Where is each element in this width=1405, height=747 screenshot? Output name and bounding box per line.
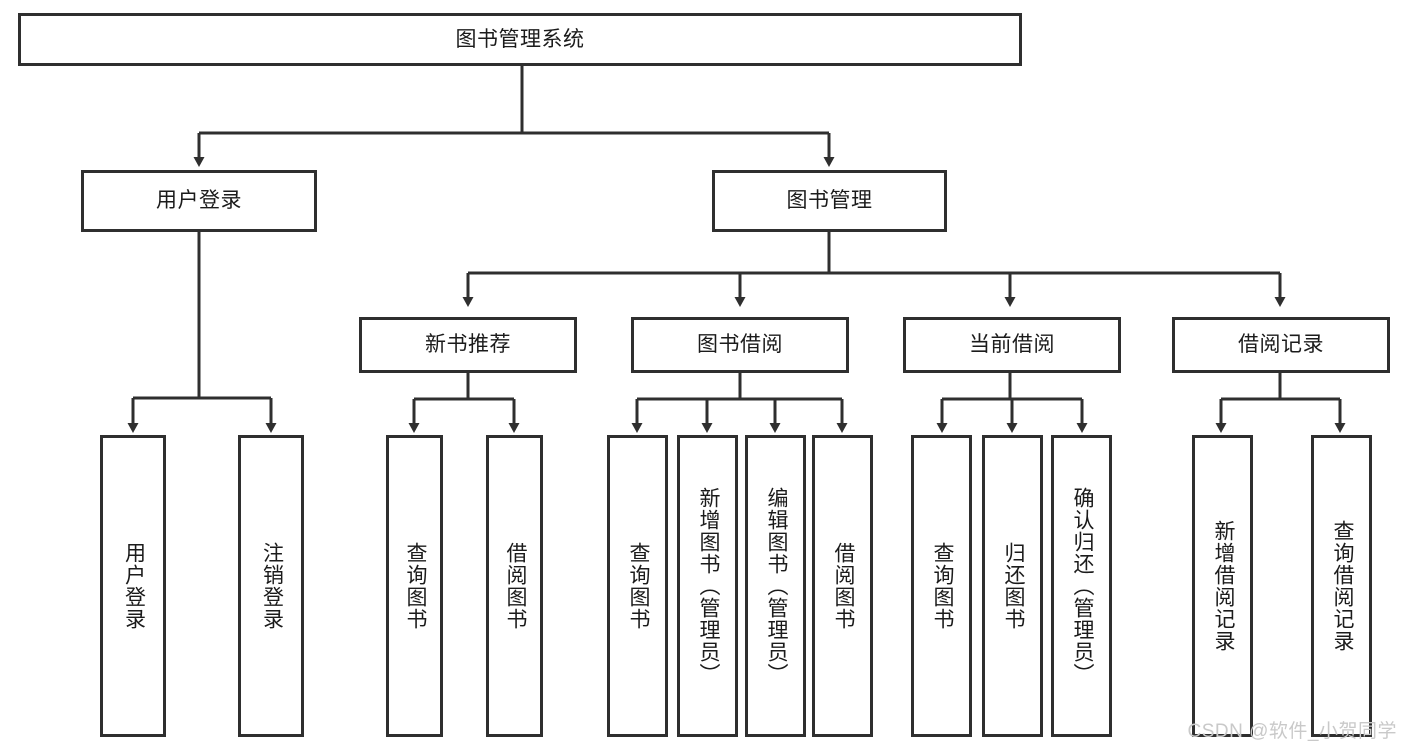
node-borrow-record[interactable]: 借阅记录 (1172, 317, 1390, 373)
leaf-borrow-query-book[interactable]: 查询图书 (607, 435, 668, 737)
leaf-user-login[interactable]: 用户登录 (100, 435, 166, 737)
node-book-management[interactable]: 图书管理 (712, 170, 947, 232)
node-label: 借阅图书 (831, 542, 855, 630)
node-label: 借阅记录 (1238, 333, 1324, 357)
leaf-borrow-add-book-admin[interactable]: 新增图书（管理员） (677, 435, 738, 737)
node-user-login[interactable]: 用户登录 (81, 170, 317, 232)
node-label: 查询借阅记录 (1330, 520, 1354, 652)
node-root-system[interactable]: 图书管理系统 (18, 13, 1022, 66)
node-label: 编辑图书（管理员） (764, 487, 788, 685)
node-label: 图书管理系统 (455, 27, 585, 51)
node-label: 图书管理 (786, 189, 873, 213)
node-label: 图书借阅 (697, 333, 783, 357)
node-label: 用户登录 (122, 542, 146, 630)
node-label: 新书推荐 (425, 333, 511, 357)
node-label: 当前借阅 (969, 333, 1055, 357)
node-current-borrow[interactable]: 当前借阅 (903, 317, 1121, 373)
leaf-current-return-book[interactable]: 归还图书 (982, 435, 1043, 737)
node-book-borrow[interactable]: 图书借阅 (631, 317, 849, 373)
node-label: 查询图书 (626, 542, 650, 630)
node-label: 注销登录 (260, 542, 284, 630)
leaf-recommend-borrow-book[interactable]: 借阅图书 (486, 435, 543, 737)
node-label: 新增图书（管理员） (696, 487, 720, 685)
leaf-current-confirm-return-admin[interactable]: 确认归还（管理员） (1051, 435, 1112, 737)
node-new-book-recommend[interactable]: 新书推荐 (359, 317, 577, 373)
csdn-watermark: CSDN @软件_小贺同学 (1187, 721, 1397, 742)
leaf-borrow-borrow-book[interactable]: 借阅图书 (812, 435, 873, 737)
node-label: 查询图书 (930, 542, 954, 630)
node-label: 确认归还（管理员） (1070, 487, 1094, 685)
node-label: 归还图书 (1001, 542, 1025, 630)
leaf-record-query-record[interactable]: 查询借阅记录 (1311, 435, 1372, 737)
leaf-user-logout[interactable]: 注销登录 (238, 435, 304, 737)
node-label: 新增借阅记录 (1211, 520, 1235, 652)
node-label: 用户登录 (156, 189, 242, 213)
leaf-borrow-edit-book-admin[interactable]: 编辑图书（管理员） (745, 435, 806, 737)
node-label: 借阅图书 (503, 542, 527, 630)
leaf-recommend-query-book[interactable]: 查询图书 (386, 435, 443, 737)
node-label: 查询图书 (403, 542, 427, 630)
leaf-current-query-book[interactable]: 查询图书 (911, 435, 972, 737)
leaf-record-add-record[interactable]: 新增借阅记录 (1192, 435, 1253, 737)
